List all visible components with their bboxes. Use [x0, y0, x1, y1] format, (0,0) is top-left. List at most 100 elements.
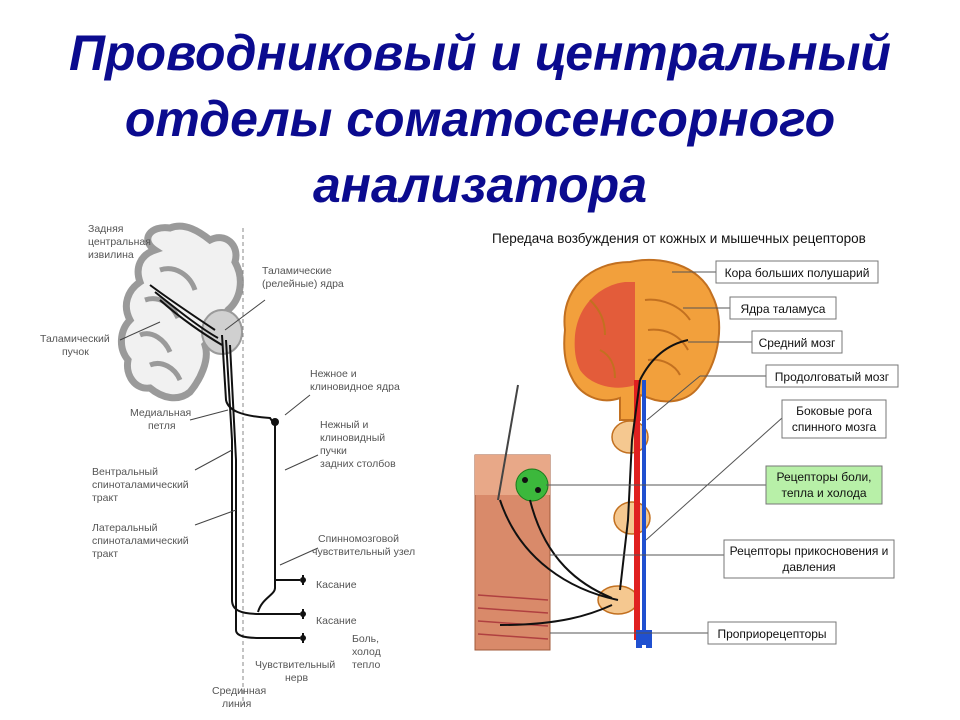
svg-text:тракт: тракт — [92, 548, 118, 560]
title-line-3: анализатора — [312, 157, 648, 213]
label-thalamic-nuclei-2: (релейные) ядра — [262, 278, 344, 290]
callout-receptors-touch-box — [723, 539, 895, 579]
svg-text:холод: холод — [352, 646, 381, 658]
svg-text:Срединная: Срединная — [212, 685, 266, 697]
svg-text:Ядра таламуса: Ядра таламуса — [741, 302, 826, 316]
label-medial-lemniscus-1: Медиальная — [130, 407, 191, 419]
label-fasciculi-1: Нежный и — [320, 419, 368, 431]
callout-proprio: Проприорецепторы — [717, 627, 826, 641]
svg-text:тепло: тепло — [352, 659, 380, 671]
svg-text:Чувствительный: Чувствительный — [255, 659, 335, 671]
label-thalamic-nuclei-1: Таламические — [262, 265, 332, 277]
svg-text:пучки: пучки — [320, 445, 347, 457]
svg-text:давления: давления — [782, 560, 835, 574]
callout-midbrain: Средний мозг — [759, 336, 836, 350]
page-title: Проводниковый и центральный отделы сомат… — [0, 20, 960, 218]
callout-receptors-touch-2: давления — [782, 560, 835, 574]
label-postcentral-1: Задняя — [88, 223, 123, 235]
svg-text:Нежный и: Нежный и — [320, 419, 368, 431]
svg-text:Касание: Касание — [316, 579, 357, 591]
label-postcentral-3: извилина — [88, 249, 134, 261]
callout-thalamus: Ядра таламуса — [741, 302, 826, 316]
label-touch-2: Касание — [316, 615, 357, 627]
label-medial-lemniscus-2: петля — [148, 420, 176, 432]
svg-text:Таламические: Таламические — [262, 265, 332, 277]
label-midline-1: Срединная — [212, 685, 266, 697]
label-pain-3: тепло — [352, 659, 380, 671]
label-thalamic-bundle-2: пучок — [62, 346, 89, 358]
title-line-1: Проводниковый и центральный — [69, 25, 891, 81]
callout-receptors-pain-box — [765, 465, 883, 505]
label-sensory-nerve-2: нерв — [285, 672, 308, 684]
svg-text:петля: петля — [148, 420, 176, 432]
label-pain-2: холод — [352, 646, 381, 658]
svg-text:Проприорецепторы: Проприорецепторы — [717, 627, 826, 641]
svg-text:Латеральный: Латеральный — [92, 522, 158, 534]
callout-medulla-box — [765, 364, 899, 388]
svg-text:Передача возбуждения от кожных: Передача возбуждения от кожных и мышечны… — [492, 231, 866, 246]
label-lateral-tract-2: спиноталамический — [92, 535, 189, 547]
label-fasciculi-4: задних столбов — [320, 458, 396, 470]
label-ventral-tract-2: спиноталамический — [92, 479, 189, 491]
svg-text:спиноталамический: спиноталамический — [92, 535, 189, 547]
right-diagram-header: Передача возбуждения от кожных и мышечны… — [492, 231, 866, 246]
svg-text:тепла и холода: тепла и холода — [781, 486, 866, 500]
callout-midbrain-box — [751, 330, 843, 354]
svg-text:нерв: нерв — [285, 672, 308, 684]
callout-cortex: Кора больших полушарий — [725, 266, 870, 280]
svg-text:линия: линия — [222, 698, 251, 710]
callout-medulla: Продолговатый мозг — [775, 370, 890, 384]
svg-text:Боль,: Боль, — [352, 633, 379, 645]
svg-text:клиновидный: клиновидный — [320, 432, 385, 444]
callout-proprio-box — [707, 621, 837, 645]
green-receptor — [515, 468, 549, 502]
label-midline-2: линия — [222, 698, 251, 710]
svg-text:клиновидное ядра: клиновидное ядра — [310, 381, 400, 393]
callout-receptors-pain-1: Рецепторы боли, — [776, 470, 871, 484]
callout-horns-box — [781, 399, 887, 439]
label-fasciculi-3: пучки — [320, 445, 347, 457]
svg-text:спинного мозга: спинного мозга — [792, 420, 877, 434]
svg-text:Вентральный: Вентральный — [92, 466, 158, 478]
left-pathway-diagram: Задняя центральная извилина Таламические… — [40, 222, 415, 710]
label-lateral-tract-1: Латеральный — [92, 522, 158, 534]
svg-text:Касание: Касание — [316, 615, 357, 627]
svg-text:спиноталамический: спиноталамический — [92, 479, 189, 491]
label-gracile-nuclei-2: клиновидное ядра — [310, 381, 400, 393]
svg-text:Спинномозговой: Спинномозговой — [318, 533, 399, 545]
svg-text:Таламический: Таламический — [40, 333, 110, 345]
svg-text:чувствительный узел: чувствительный узел — [312, 546, 415, 558]
svg-text:извилина: извилина — [88, 249, 134, 261]
label-touch-1: Касание — [316, 579, 357, 591]
svg-text:Рецепторы боли,: Рецепторы боли, — [776, 470, 871, 484]
label-thalamic-bundle-1: Таламический — [40, 333, 110, 345]
label-gracile-nuclei-1: Нежное и — [310, 368, 357, 380]
svg-text:Задняя: Задняя — [88, 223, 123, 235]
callout-receptors-pain-2: тепла и холода — [781, 486, 866, 500]
callout-thalamus-box — [729, 296, 837, 320]
svg-text:центральная: центральная — [88, 236, 151, 248]
svg-text:тракт: тракт — [92, 492, 118, 504]
callout-cortex-box — [715, 260, 879, 284]
label-ventral-tract-1: Вентральный — [92, 466, 158, 478]
title-line-2: отделы соматосенсорного — [124, 91, 836, 147]
svg-text:пучок: пучок — [62, 346, 89, 358]
svg-text:задних столбов: задних столбов — [320, 458, 396, 470]
label-ganglion-1: Спинномозговой — [318, 533, 399, 545]
label-ganglion-2: чувствительный узел — [312, 546, 415, 558]
label-ventral-tract-3: тракт — [92, 492, 118, 504]
label-pain-1: Боль, — [352, 633, 379, 645]
svg-text:Боковые рога: Боковые рога — [796, 404, 872, 418]
svg-text:Кора больших полушарий: Кора больших полушарий — [725, 266, 870, 280]
label-lateral-tract-3: тракт — [92, 548, 118, 560]
svg-text:Нежное и: Нежное и — [310, 368, 357, 380]
callout-horns-1: Боковые рога — [796, 404, 872, 418]
svg-text:(релейные) ядра: (релейные) ядра — [262, 278, 344, 290]
svg-text:Медиальная: Медиальная — [130, 407, 191, 419]
svg-text:Средний мозг: Средний мозг — [759, 336, 836, 350]
svg-text:Продолговатый мозг: Продолговатый мозг — [775, 370, 890, 384]
svg-text:Рецепторы прикосновения и: Рецепторы прикосновения и — [730, 544, 889, 558]
label-sensory-nerve-1: Чувствительный — [255, 659, 335, 671]
label-fasciculi-2: клиновидный — [320, 432, 385, 444]
